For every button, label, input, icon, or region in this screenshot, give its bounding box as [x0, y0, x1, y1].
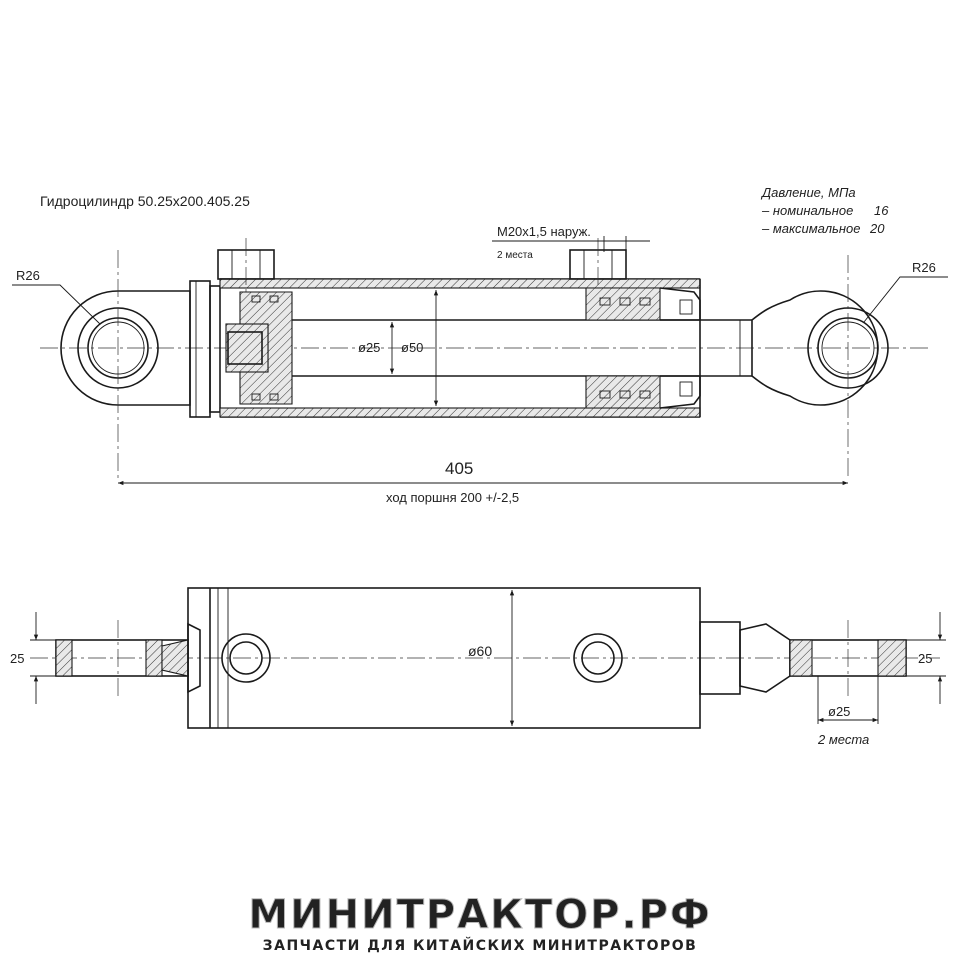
port-front: [569, 238, 627, 292]
pressure-nominal-label: – номинальное: [761, 203, 853, 218]
rod-dia-label: ø25: [358, 340, 380, 355]
pin-count-label: 2 места: [817, 732, 869, 747]
eye-width-left-label: 25: [10, 651, 24, 666]
eye-width-right-label: 25: [918, 651, 932, 666]
port-rear: [217, 238, 275, 292]
port-thread-label: M20x1,5 наруж.: [497, 224, 591, 239]
pressure-max-value: 20: [869, 221, 885, 236]
cylinder-tube: [219, 278, 701, 418]
radius-left-label: R26: [16, 268, 40, 283]
brand-watermark: МИНИТРАКТОР.РФ ЗАПЧАСТИ ДЛЯ КИТАЙСКИХ МИ…: [248, 892, 711, 955]
watermark-tagline: ЗАПЧАСТИ ДЛЯ КИТАЙСКИХ МИНИТРАКТОРОВ: [263, 937, 698, 954]
pressure-block: Давление, МПа – номинальное 16 – максима…: [760, 185, 889, 236]
stroke-label: ход поршня 200 +/-2,5: [386, 490, 519, 505]
radius-right-label: R26: [912, 260, 936, 275]
pressure-nominal-value: 16: [874, 203, 889, 218]
rod-gland: [585, 287, 701, 409]
pin-dia-label: ø25: [828, 704, 850, 719]
piston: [225, 291, 293, 405]
right-eye: [751, 255, 889, 480]
overall-length-label: 405: [445, 459, 473, 478]
outer-dia-label: ø60: [468, 643, 492, 659]
watermark-brand: МИНИТРАКТОР.РФ: [248, 892, 711, 938]
section-view: ø25 ø50 R26 R26 M20x1,5 наруж. 2 места 4…: [12, 224, 948, 505]
plan-view: ø60 25 25 ø25 2 места: [10, 587, 946, 747]
pressure-max-label: – максимальное: [761, 221, 860, 236]
left-eye: [60, 250, 191, 480]
pressure-heading: Давление, МПа: [760, 185, 856, 200]
drawing-title: Гидроцилиндр 50.25х200.405.25: [40, 193, 250, 209]
bore-dia-label: ø50: [401, 340, 423, 355]
port-count-label: 2 места: [497, 250, 533, 261]
